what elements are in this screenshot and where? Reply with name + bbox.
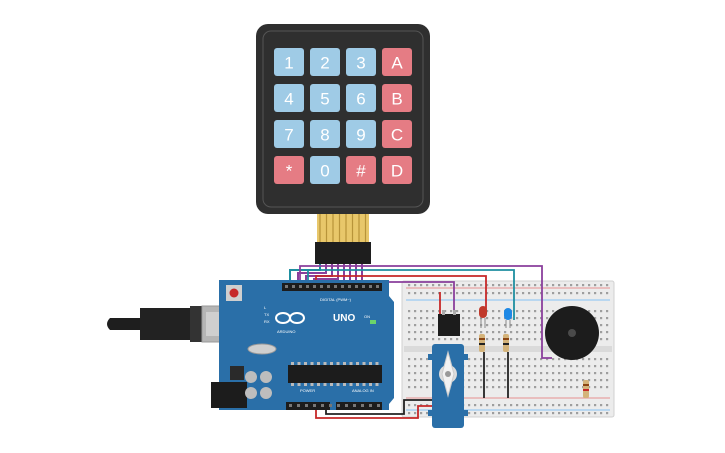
reset-button[interactable] (229, 288, 239, 298)
keypad-key-5[interactable]: 5 (310, 84, 340, 112)
keypad-key-star[interactable]: * (274, 156, 304, 184)
keypad-key-label: B (391, 90, 402, 109)
breadboard-ic[interactable] (438, 310, 460, 336)
microcontroller-chip (288, 365, 382, 383)
keypad-key-label: 7 (284, 126, 293, 145)
keypad-key-label: A (391, 54, 403, 73)
arduino-board[interactable]: DIGITAL (PWM~) ARDUINO UNO L TX RX ON PO… (211, 280, 394, 410)
keypad-key-hash[interactable]: # (346, 156, 376, 184)
keypad-key-label: 3 (356, 54, 365, 73)
resistor-3[interactable] (583, 380, 589, 398)
keypad-key-label: 6 (356, 90, 365, 109)
analog-header (336, 402, 382, 410)
keypad-key-3[interactable]: 3 (346, 48, 376, 76)
keypad-key-label: C (391, 126, 403, 145)
keypad-key-label: 2 (320, 54, 329, 73)
blue-led-icon[interactable] (504, 308, 512, 328)
rx-label: RX (264, 319, 270, 324)
keypad-key-label: # (356, 162, 366, 181)
keypad-connector (315, 214, 371, 264)
keypad-key-8[interactable]: 8 (310, 120, 340, 148)
keypad-key-0[interactable]: 0 (310, 156, 340, 184)
keypad-key-9[interactable]: 9 (346, 120, 376, 148)
on-label: ON (364, 314, 370, 319)
keypad-key-7[interactable]: 7 (274, 120, 304, 148)
tx-label: TX (264, 312, 269, 317)
on-led-icon (370, 320, 376, 324)
keypad-key-1[interactable]: 1 (274, 48, 304, 76)
keypad-key-label: * (286, 162, 293, 181)
keypad-key-label: 8 (320, 126, 329, 145)
l-label: L (264, 305, 267, 310)
analog-label: ANALOG IN (352, 388, 374, 393)
keypad-key-D[interactable]: D (382, 156, 412, 184)
keypad-key-label: 4 (284, 90, 293, 109)
resistor-2[interactable] (503, 334, 509, 352)
brand-label: ARDUINO (277, 329, 295, 334)
keypad-key-label: 5 (320, 90, 329, 109)
keypad-key-label: 0 (320, 162, 329, 181)
servo-motor-icon[interactable] (428, 344, 468, 428)
keypad-key-label: D (391, 162, 403, 181)
keypad-key-A[interactable]: A (382, 48, 412, 76)
keypad-key-C[interactable]: C (382, 120, 412, 148)
keypad-key-label: 9 (356, 126, 365, 145)
keypad-key-6[interactable]: 6 (346, 84, 376, 112)
keypad-key-2[interactable]: 2 (310, 48, 340, 76)
arduino-logo (275, 312, 305, 324)
red-led-icon[interactable] (479, 306, 487, 328)
model-label: UNO (333, 313, 355, 324)
resistor-1[interactable] (479, 334, 485, 352)
power-label: POWER (300, 388, 315, 393)
piezo-buzzer-icon[interactable] (545, 306, 599, 360)
keypad[interactable]: 1 2 3 A 4 5 6 B 7 8 9 C * 0 # D (256, 24, 430, 214)
keypad-key-B[interactable]: B (382, 84, 412, 112)
keypad-key-4[interactable]: 4 (274, 84, 304, 112)
digital-label: DIGITAL (PWM~) (320, 297, 352, 302)
digital-header (282, 283, 382, 291)
keypad-key-label: 1 (284, 54, 293, 73)
